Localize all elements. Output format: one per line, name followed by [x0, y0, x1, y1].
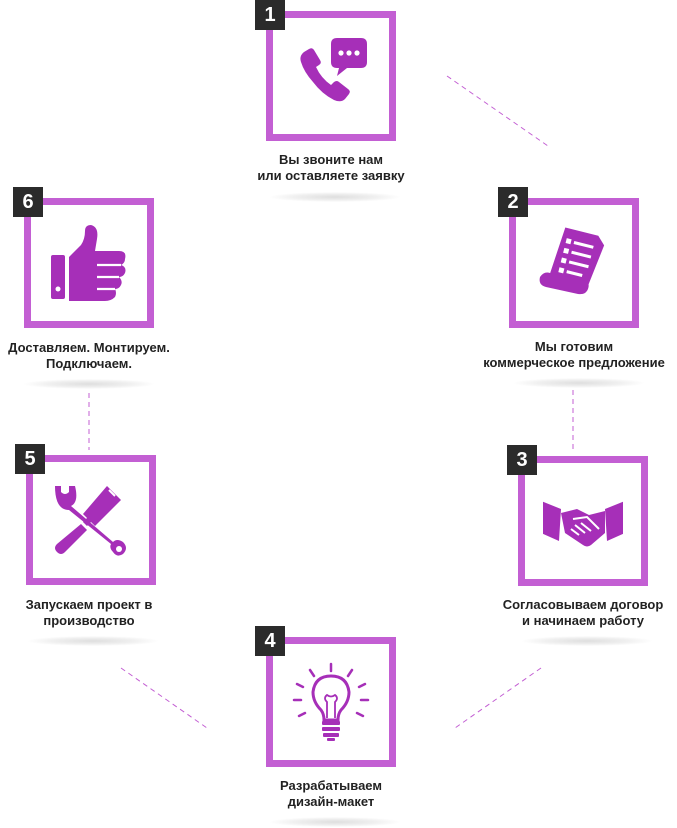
label-shadow	[270, 817, 400, 827]
step-1: 1	[255, 0, 396, 141]
label-shadow	[270, 192, 400, 202]
step-6: 6	[13, 187, 154, 328]
connector-3-4	[454, 667, 542, 729]
step-label-line: Согласовываем договор	[502, 597, 664, 612]
step-5: 5	[15, 444, 156, 585]
document-list-icon	[539, 227, 605, 295]
step-number-badge: 6	[13, 187, 43, 217]
step-label-line: Мы готовим	[534, 339, 614, 354]
step-label-line: Вы звоните нам	[278, 152, 384, 167]
step-label-line: или оставляете заявку	[257, 168, 405, 183]
step-label-line: Доставляем. Монтируем.	[8, 340, 170, 355]
step-number-badge: 2	[498, 187, 528, 217]
step-label-line: Запускаем проект в	[25, 597, 153, 612]
step-label-line: производство	[43, 613, 135, 628]
phone-chat-icon	[300, 38, 367, 102]
step-label-line: Разрабатываем	[280, 778, 382, 793]
step-number-badge: 5	[15, 444, 45, 474]
step-2: 2	[498, 187, 639, 328]
step-5-label: Запускаем проект в производство	[0, 597, 194, 629]
label-shadow	[24, 379, 154, 389]
step-number-badge: 1	[255, 0, 285, 30]
step-2-label: Мы готовим коммерческое предложение	[469, 339, 677, 371]
connector-5-4	[120, 667, 208, 729]
step-4-label: Разрабатываем дизайн-макет	[226, 778, 436, 810]
label-shadow	[28, 636, 158, 646]
step-4: 4	[255, 626, 396, 767]
step-frame	[266, 637, 396, 767]
label-shadow	[522, 636, 652, 646]
step-label-line: Подключаем.	[46, 356, 132, 371]
step-label-line: и начинаем работу	[521, 613, 644, 628]
handshake-icon	[543, 501, 623, 547]
step-3: 3	[507, 445, 648, 586]
wrench-screwdriver-icon	[55, 486, 126, 556]
label-shadow	[514, 378, 644, 388]
lightbulb-icon	[292, 662, 370, 741]
step-6-label: Доставляем. Монтируем. Подключаем.	[0, 340, 194, 372]
step-3-label: Согласовываем договор и начинаем работу	[478, 597, 677, 629]
step-number-badge: 3	[507, 445, 537, 475]
step-label-line: дизайн-макет	[287, 794, 375, 809]
step-label-line: коммерческое предложение	[483, 355, 665, 370]
step-frame	[266, 11, 396, 141]
thumbs-up-icon	[51, 225, 126, 301]
step-number-badge: 4	[255, 626, 285, 656]
connector-1-2	[446, 75, 549, 147]
step-1-label: Вы звоните нам или оставляете заявку	[226, 152, 436, 184]
